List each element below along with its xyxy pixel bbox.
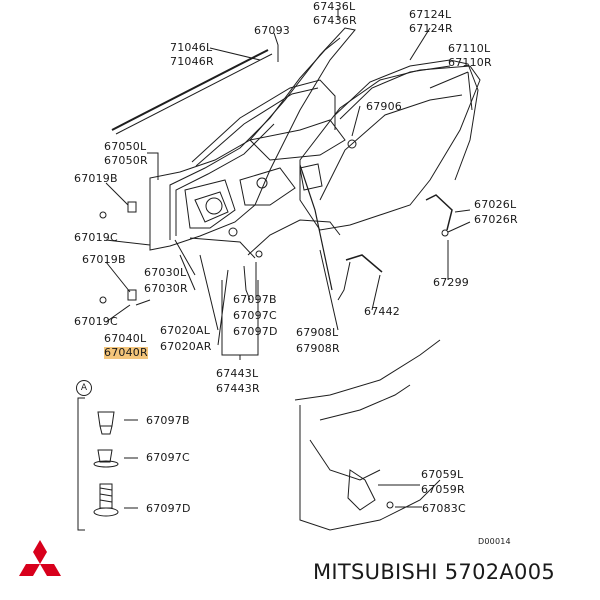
label-67906: 67906 bbox=[366, 100, 402, 113]
door-inner-frame bbox=[169, 37, 341, 240]
label-67026l: 67026L bbox=[474, 198, 517, 211]
label-67124r: 67124R bbox=[409, 22, 453, 35]
label-67443r: 67443R bbox=[216, 382, 260, 395]
label-67299: 67299 bbox=[433, 276, 469, 289]
label-67097b-detail: 67097B bbox=[146, 414, 190, 427]
detail-box-a bbox=[77, 397, 85, 531]
label-67040r: 67040R bbox=[104, 346, 148, 359]
label-67908l: 67908L bbox=[296, 326, 339, 339]
label-67097d: 67097D bbox=[233, 325, 278, 338]
label-67026r: 67026R bbox=[474, 213, 518, 226]
brand-name: MITSUBISHI bbox=[313, 560, 438, 584]
clip-67097c bbox=[97, 449, 113, 463]
window-channel bbox=[191, 79, 336, 163]
door-outer-panel bbox=[149, 27, 356, 251]
label-67040l: 67040L bbox=[104, 332, 147, 345]
belt-molding bbox=[111, 49, 269, 131]
label-67110r: 67110R bbox=[448, 56, 492, 69]
door-inner-mechanism bbox=[184, 179, 236, 229]
glass-run-channel bbox=[334, 59, 479, 181]
door-lower-view bbox=[294, 339, 441, 531]
label-67019b-upper: 67019B bbox=[74, 172, 118, 185]
label-67097c: 67097C bbox=[233, 309, 277, 322]
label-67436l: 67436L bbox=[313, 0, 356, 13]
label-67059r: 67059R bbox=[421, 483, 465, 496]
label-67050l: 67050L bbox=[104, 140, 147, 153]
label-67442: 67442 bbox=[364, 305, 400, 318]
label-67436r: 67436R bbox=[313, 14, 357, 27]
label-67093: 67093 bbox=[254, 24, 290, 37]
label-67050r: 67050R bbox=[104, 154, 148, 167]
label-67019c-lower: 67019C bbox=[74, 315, 118, 328]
label-67124l: 67124L bbox=[409, 8, 452, 21]
brand-part-number: MITSUBISHI 5702A005 bbox=[313, 559, 555, 585]
label-67020al: 67020AL bbox=[160, 324, 211, 337]
door-glass bbox=[299, 65, 481, 231]
label-67443l: 67443L bbox=[216, 367, 259, 380]
label-67059l: 67059L bbox=[421, 468, 464, 481]
window-regulator bbox=[247, 219, 341, 256]
label-67097d-detail: 67097D bbox=[146, 502, 191, 515]
clip-67097b bbox=[97, 411, 115, 427]
mitsubishi-logo bbox=[19, 540, 61, 576]
label-67083c: 67083C bbox=[422, 502, 466, 515]
label-67030r: 67030R bbox=[144, 282, 188, 295]
label-67020ar: 67020AR bbox=[160, 340, 212, 353]
label-67030l: 67030L bbox=[144, 266, 187, 279]
part-number: 5702A005 bbox=[444, 560, 556, 584]
callout-a: A bbox=[76, 380, 92, 396]
label-67019c-upper: 67019C bbox=[74, 231, 118, 244]
label-71046l: 71046L bbox=[170, 41, 213, 54]
label-67019b-lower: 67019B bbox=[82, 253, 126, 266]
label-67110l: 67110L bbox=[448, 42, 491, 55]
label-67097c-detail: 67097C bbox=[146, 451, 190, 464]
door-seal bbox=[299, 164, 333, 291]
drawing-number: D00014 bbox=[478, 537, 511, 546]
label-71046r: 71046R bbox=[170, 55, 214, 68]
label-67097b: 67097B bbox=[233, 293, 277, 306]
label-67908r: 67908R bbox=[296, 342, 340, 355]
rear-sash-channel bbox=[425, 194, 453, 231]
